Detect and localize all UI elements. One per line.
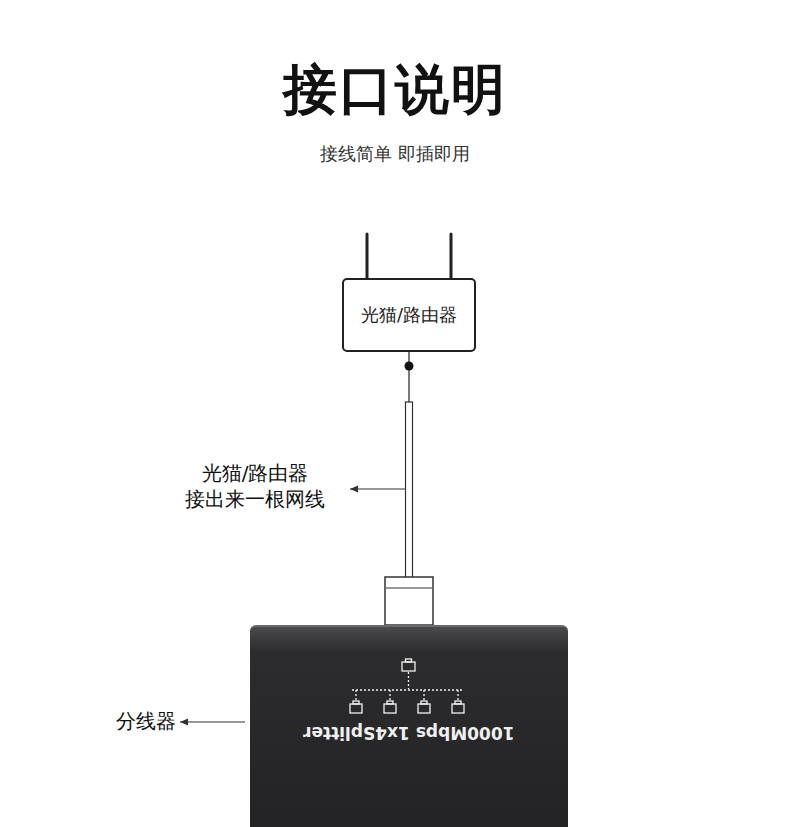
subtitle: 接线简单 即插即用 (0, 142, 790, 166)
arrow-head (180, 719, 188, 726)
port-dot (405, 362, 414, 371)
antenna (450, 234, 453, 278)
antenna (366, 234, 369, 278)
callout-label: 分线器 (116, 708, 176, 735)
splitter-device: 1000Mbps 1x4Splitter (250, 625, 568, 827)
arrow-head (350, 486, 358, 493)
leader-line (180, 721, 245, 722)
node-label: 光猫/路由器 (361, 303, 457, 327)
rj45-plug (386, 588, 432, 589)
callout-label: 光猫/路由器 接出来一根网线 (166, 460, 344, 512)
rj45-plug (385, 577, 433, 625)
page-title: 接口说明 (0, 54, 790, 127)
router-box: 光猫/路由器 (342, 278, 476, 352)
cable (406, 402, 413, 578)
device-print: 1000Mbps 1x4Splitter (303, 723, 514, 743)
leader-line (350, 488, 406, 489)
